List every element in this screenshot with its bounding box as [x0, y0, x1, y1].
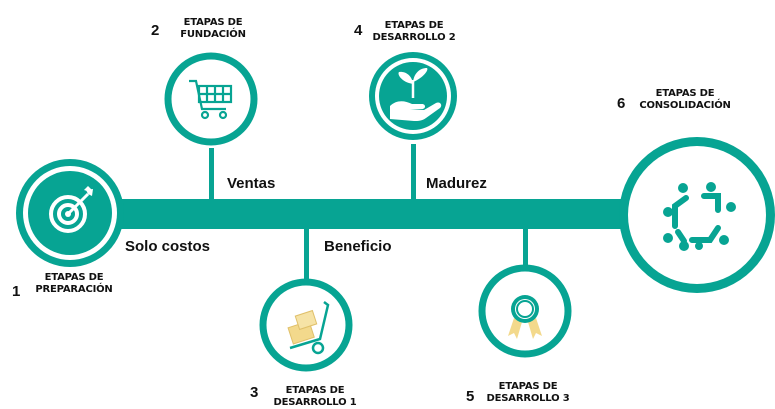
hand-truck-icon — [287, 301, 330, 355]
stage-circle-preparacion — [16, 159, 124, 267]
hand-plant-icon — [390, 68, 442, 121]
award-ribbon-icon — [508, 295, 542, 339]
stem-fundacion — [209, 148, 214, 200]
stage-number-5: 5 — [466, 388, 475, 405]
stem-desarrollo2 — [411, 144, 416, 200]
stage-number-3: 3 — [250, 384, 259, 401]
stage-circle-desarrollo2 — [369, 52, 457, 140]
target-icon — [49, 186, 93, 233]
stage-number-1: 1 — [12, 283, 21, 300]
stage-circle-desarrollo1 — [259, 278, 353, 372]
stage-circle-fundacion — [164, 52, 258, 146]
stage-circle-desarrollo3 — [478, 264, 572, 358]
stage-number-2: 2 — [151, 22, 160, 39]
milestone-madurez: Madurez — [426, 175, 487, 192]
shopping-cart-icon — [189, 79, 233, 120]
timeline-bar — [110, 199, 630, 229]
team-circle-icon — [672, 193, 721, 244]
stem-desarrollo1 — [304, 228, 309, 280]
milestone-ventas: Ventas — [227, 175, 276, 192]
stage-number-4: 4 — [354, 22, 363, 39]
milestone-beneficio: Beneficio — [324, 238, 392, 255]
milestone-solo-costos: Solo costos — [125, 238, 211, 255]
stage-number-6: 6 — [617, 95, 626, 112]
stem-desarrollo3 — [523, 228, 528, 268]
stage-circle-consolidacion — [619, 137, 775, 293]
